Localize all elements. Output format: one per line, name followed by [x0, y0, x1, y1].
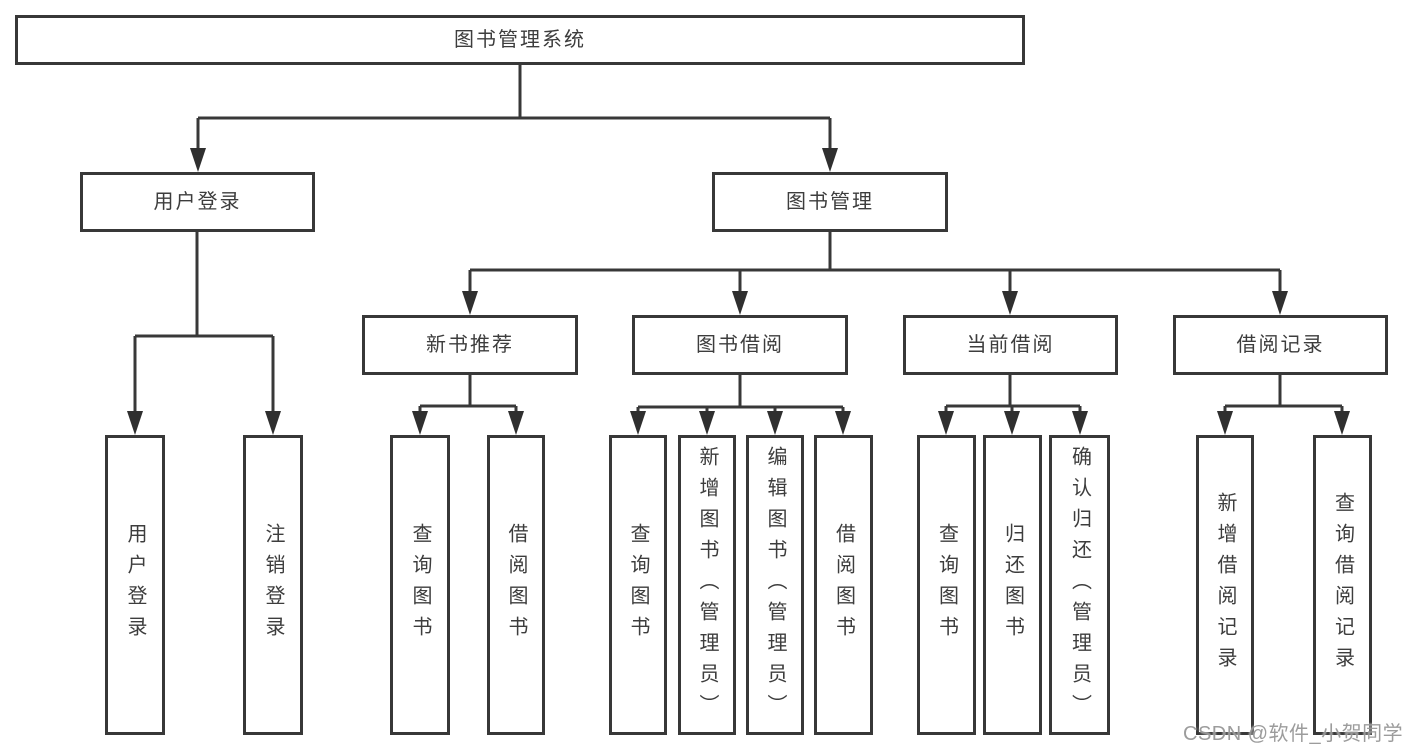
- leaf-borrow-query-books: 查询图书: [609, 435, 667, 735]
- node-book-management: 图书管理: [712, 172, 948, 232]
- leaf-newbook-query-books: 查询图书: [390, 435, 450, 735]
- leaf-borrow-edit-books-admin: 编辑图书（管理员）: [746, 435, 804, 735]
- watermark-text: CSDN @软件_小贺同学: [1183, 723, 1404, 745]
- node-new-book-recommend: 新书推荐: [362, 315, 578, 375]
- node-current-borrow: 当前借阅: [903, 315, 1118, 375]
- leaf-current-query-books: 查询图书: [917, 435, 976, 735]
- connector-new-book-children: [418, 375, 518, 416]
- leaf-current-confirm-return-admin: 确认归还（管理员）: [1049, 435, 1110, 735]
- connector-user-login-children: [133, 232, 275, 416]
- connector-borrow-records-children: [1223, 375, 1344, 416]
- leaf-logout: 注销登录: [243, 435, 303, 735]
- node-borrow-records: 借阅记录: [1173, 315, 1388, 375]
- leaf-user-login: 用户登录: [105, 435, 165, 735]
- connector-book-borrow-children: [636, 375, 845, 416]
- leaf-records-add-record: 新增借阅记录: [1196, 435, 1254, 735]
- connector-root-to-level2: [196, 65, 832, 152]
- leaf-records-query-record: 查询借阅记录: [1313, 435, 1372, 735]
- connector-book-mgmt-children: [468, 232, 1282, 296]
- leaf-borrow-add-books-admin: 新增图书（管理员）: [678, 435, 736, 735]
- node-user-login: 用户登录: [80, 172, 315, 232]
- node-root: 图书管理系统: [15, 15, 1025, 65]
- connector-current-borrow-children: [944, 375, 1082, 416]
- leaf-newbook-borrow-books: 借阅图书: [487, 435, 545, 735]
- node-book-borrow: 图书借阅: [632, 315, 848, 375]
- leaf-current-return-books: 归还图书: [983, 435, 1042, 735]
- leaf-borrow-borrow-books: 借阅图书: [814, 435, 873, 735]
